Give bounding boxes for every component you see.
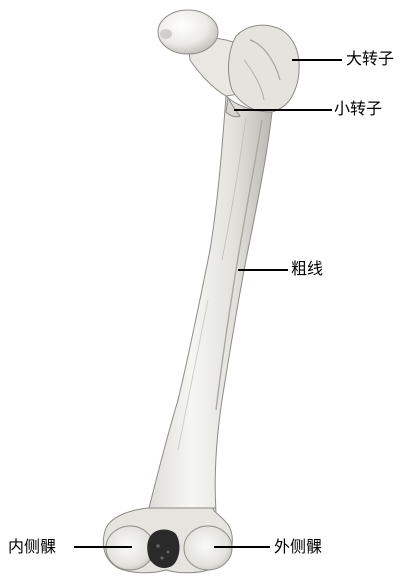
intercondylar-fossa: [147, 530, 179, 569]
label-lesser-trochanter: 小转子: [334, 100, 382, 118]
leader-line-greater-trochanter: [292, 59, 342, 61]
label-linea-aspera: 粗线: [291, 260, 323, 278]
lateral-condyle-shape: [184, 526, 232, 570]
leader-line-lateral-condyle: [214, 546, 270, 548]
leader-line-linea-aspera: [238, 269, 288, 271]
label-lateral-condyle: 外侧髁: [274, 538, 322, 556]
medial-condyle-shape: [106, 526, 154, 570]
femoral-shaft: [148, 96, 272, 512]
leader-line-medial-condyle: [74, 546, 132, 548]
leader-line-lesser-trochanter: [234, 109, 332, 111]
label-greater-trochanter: 大转子: [346, 50, 394, 68]
label-medial-condyle: 内侧髁: [8, 538, 56, 556]
